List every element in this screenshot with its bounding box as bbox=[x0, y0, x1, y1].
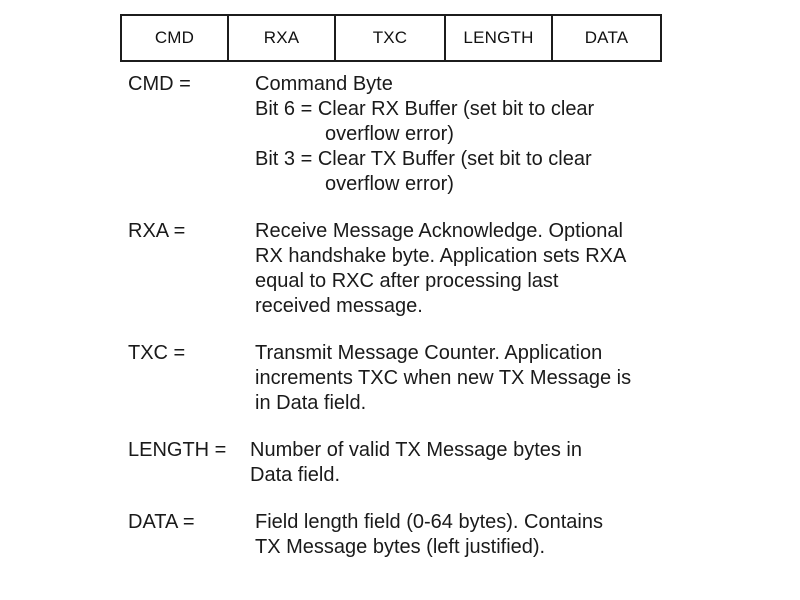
definition-line: Command Byte bbox=[255, 73, 393, 95]
definition-line: received message. bbox=[255, 295, 423, 317]
frame-field-rxa: RXA bbox=[229, 16, 336, 60]
definition-body-length: Number of valid TX Message bytes in Data… bbox=[250, 438, 688, 488]
definition-row-length: LENGTH = Number of valid TX Message byte… bbox=[128, 438, 688, 488]
definition-term-cmd: CMD = bbox=[128, 73, 191, 95]
definition-row-cmd: CMD = Command Byte Bit 6 = Clear RX Buff… bbox=[128, 72, 688, 197]
definition-body-cmd: Command Byte Bit 6 = Clear RX Buffer (se… bbox=[255, 72, 688, 197]
field-definition-list: CMD = Command Byte Bit 6 = Clear RX Buff… bbox=[128, 72, 688, 560]
definition-body-rxa: Receive Message Acknowledge. Optional RX… bbox=[255, 219, 688, 319]
definition-line: RX handshake byte. Application sets RXA bbox=[255, 245, 627, 267]
definition-line: Data field. bbox=[250, 464, 341, 486]
definition-line: increments TXC when new TX Message is bbox=[255, 367, 632, 389]
definition-body-data: Field length field (0-64 bytes). Contain… bbox=[255, 510, 688, 560]
definition-line: Field length field (0-64 bytes). Contain… bbox=[255, 511, 603, 533]
definition-term-txc: TXC = bbox=[128, 342, 186, 364]
frame-format-table: CMD RXA TXC LENGTH DATA bbox=[120, 14, 662, 62]
definition-line: equal to RXC after processing last bbox=[255, 270, 559, 292]
definition-row-data: DATA = Field length field (0-64 bytes). … bbox=[128, 510, 688, 560]
definition-row-rxa: RXA = Receive Message Acknowledge. Optio… bbox=[128, 219, 688, 319]
definition-line: Transmit Message Counter. Application bbox=[255, 342, 603, 364]
frame-field-data: DATA bbox=[584, 28, 629, 47]
definition-line: overflow error) bbox=[325, 173, 454, 195]
definition-line: Bit 3 = Clear TX Buffer (set bit to clea… bbox=[255, 148, 592, 170]
definition-row-txc: TXC = Transmit Message Counter. Applicat… bbox=[128, 341, 688, 416]
definition-body-txc: Transmit Message Counter. Application in… bbox=[255, 341, 688, 416]
definition-term-rxa: RXA = bbox=[128, 220, 186, 242]
frame-field-cmd: CMD bbox=[122, 16, 229, 60]
frame-field-length: LENGTH bbox=[446, 16, 553, 60]
definition-line: Number of valid TX Message bytes in bbox=[250, 439, 583, 461]
definition-line: overflow error) bbox=[325, 123, 454, 145]
definition-term-data: DATA = bbox=[128, 511, 195, 533]
definition-line: Bit 6 = Clear RX Buffer (set bit to clea… bbox=[255, 98, 595, 120]
definition-line: Receive Message Acknowledge. Optional bbox=[255, 220, 623, 242]
definition-line: TX Message bytes (left justified). bbox=[255, 536, 546, 558]
definition-term-length: LENGTH = bbox=[128, 439, 227, 461]
frame-field-txc: TXC bbox=[336, 16, 446, 60]
definition-line: in Data field. bbox=[255, 392, 367, 414]
